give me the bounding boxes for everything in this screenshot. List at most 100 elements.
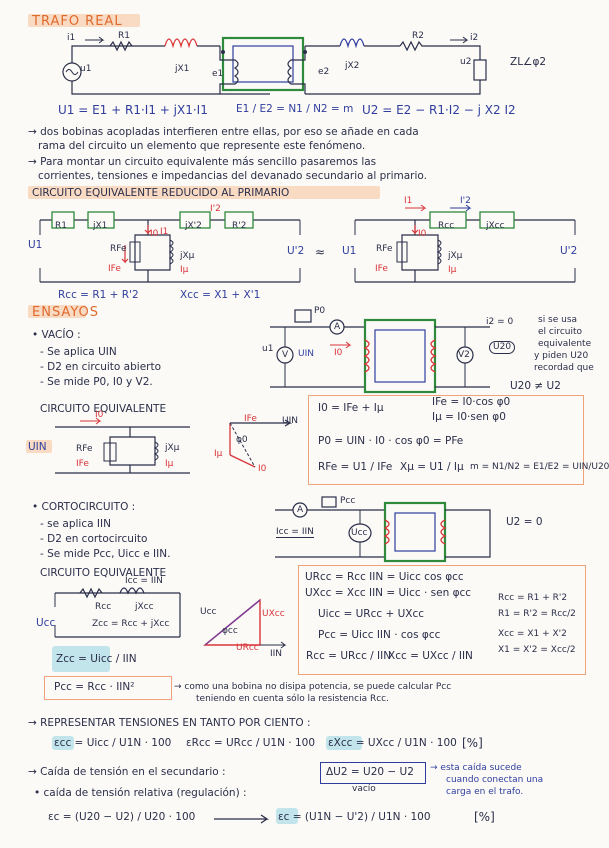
- vf-7: m = N1/N2 = E1/E2 = UIN/U20: [470, 462, 609, 472]
- cc-item-3: - Se mide Pcc, Uicc e IIN.: [40, 548, 171, 560]
- red-u2b: U'2: [560, 245, 578, 257]
- reducido-highlight: [28, 186, 380, 199]
- vacio-item-1: - Se aplica UIN: [40, 346, 117, 358]
- caida-note-3: carga en el trafo.: [446, 787, 524, 797]
- cc-eq-circuit: [54, 587, 287, 649]
- vf-6: Xμ = U1 / Iμ: [400, 461, 464, 473]
- vacio-circ-title: CIRCUITO EQUIVALENTE: [40, 403, 167, 415]
- red-i0: I0: [150, 229, 159, 239]
- unit-pct-2: [%]: [474, 810, 495, 824]
- vacio-item-3: - Se mide P0, I0 y V2.: [40, 376, 153, 388]
- v-i0: I0: [334, 348, 343, 358]
- vacio-head: • VACÍO :: [32, 329, 81, 341]
- red-u1: U1: [28, 239, 43, 251]
- red-i2b: I'2: [460, 196, 471, 206]
- caida-title: → Caída de tensión en el secundario :: [28, 766, 226, 778]
- side-3: equivalente: [538, 339, 592, 349]
- cc-item-1: - se aplica IIN: [40, 518, 111, 530]
- lbl-jx1: jX1: [175, 64, 190, 74]
- ve-i0: I0: [95, 410, 104, 420]
- cs-3: Xcc = X1 + X'2: [498, 629, 567, 639]
- red-ife: IFe: [108, 264, 121, 274]
- cc-head: • CORTOCIRCUITO :: [32, 501, 136, 513]
- pcc-eq: Pcc = Rcc · IIN²: [54, 681, 135, 693]
- ensayos-title: ENSAYOS: [32, 305, 100, 320]
- red-iub: Iμ: [448, 265, 457, 275]
- vf-5: RFe = U1 / IFe: [318, 461, 393, 473]
- red-jx2p: jX'2: [185, 221, 202, 231]
- red-jxub: jXμ: [448, 251, 463, 261]
- eq-ratio: E1 / E2 = N1 / N2 = m: [236, 103, 354, 115]
- exc-highlight: [326, 736, 362, 750]
- caida-box: [320, 762, 426, 784]
- ec-eq: εc = (U20 − U2) / U20 · 100: [48, 811, 196, 823]
- lbl-jx2: jX2: [345, 61, 360, 71]
- red-u1b: U1: [342, 245, 357, 257]
- cf-5: Rcc = URcc / IIN: [306, 650, 392, 662]
- side-4: y piden U20: [534, 351, 589, 361]
- ce-zcc: Zcc = Rcc + jXcc: [92, 619, 170, 629]
- v-u1: u1: [262, 344, 274, 354]
- cc-ucc: Ucc: [351, 528, 368, 538]
- note-2: rama del circuito un elemento que repres…: [38, 140, 366, 152]
- ce-ucc2: Ucc: [200, 607, 217, 617]
- vf-2: IFe = I0·cos φ0: [432, 396, 511, 408]
- ve-iu: Iμ: [165, 459, 174, 469]
- red-rcc: Rcc: [438, 221, 455, 231]
- cf-1: URcc = Rcc IIN = Uicc cos φcc: [305, 571, 464, 583]
- caida-eq: ΔU2 = U20 − U2: [326, 766, 414, 778]
- zcc-eq: Zcc = Uicc / IIN: [56, 653, 137, 665]
- v-u20: U20: [489, 341, 516, 354]
- cc-test-circuit: [275, 496, 491, 563]
- lbl-i2: i2: [470, 33, 479, 43]
- cc-a: A: [297, 505, 304, 515]
- lbl-e2: e2: [318, 67, 330, 77]
- exc-eq: εXcc = UXcc / U1N · 100: [328, 737, 457, 749]
- ve-ife: IFe: [76, 459, 89, 469]
- ve-ife2: IFe: [244, 414, 257, 424]
- u20-ne-u2: U20 ≠ U2: [510, 380, 561, 392]
- lbl-r2: R2: [412, 31, 424, 41]
- cf-4: Pcc = Uicc IIN · cos φcc: [318, 629, 441, 641]
- red-jx1: jX1: [93, 221, 108, 231]
- reducido-title: CIRCUITO EQUIVALENTE REDUCIDO AL PRIMARI…: [32, 187, 290, 199]
- v-i2: i2 = 0: [486, 317, 514, 327]
- v-v1: V: [282, 350, 289, 360]
- cf-2: UXcc = Xcc IIN = Uicc · sen φcc: [305, 587, 472, 599]
- pcc-box: [44, 676, 172, 700]
- ve-uin2: UIN: [282, 416, 298, 426]
- note-3: → Para montar un circuito equivalente má…: [28, 156, 377, 168]
- ce-icc: Icc = IIN: [125, 576, 163, 586]
- ve-i0b: I0: [258, 464, 267, 474]
- cc-item-2: - D2 en cortocircuito: [40, 533, 148, 545]
- ecc-highlight: [52, 736, 74, 750]
- side-5: recordad que: [534, 363, 594, 373]
- trafo-real-circuit: [62, 36, 487, 95]
- unit-pct: [%]: [462, 736, 483, 750]
- cc-circ-title: CIRCUITO EQUIVALENTE: [40, 567, 167, 579]
- ce-urcc: URcc: [236, 643, 259, 653]
- xcc-eq: Xcc = X1 + X'1: [180, 289, 261, 301]
- title-highlight: [28, 14, 140, 27]
- ec-eq2: εc = (U1N − U'2) / U1N · 100: [278, 811, 431, 823]
- red-jxcc: jXcc: [486, 221, 505, 231]
- ve-phi: φ0: [236, 435, 248, 445]
- lbl-e1: e1: [212, 69, 224, 79]
- note-4: corrientes, tensiones e impedancias del …: [38, 170, 427, 182]
- cc-icc: Icc = IIN: [276, 527, 314, 538]
- uin-highlight: [26, 440, 52, 453]
- cf-6: Xcc = UXcc / IIN: [388, 650, 473, 662]
- red-i0b: I0: [418, 229, 427, 239]
- reducido-circuits: [39, 204, 576, 283]
- lbl-zl: ZL∠φ2: [510, 56, 547, 68]
- red-r1: R1: [55, 221, 67, 231]
- pct-title: → REPRESENTAR TENSIONES EN TANTO POR CIE…: [28, 717, 311, 729]
- cs-2: R1 = R'2 = Rcc/2: [498, 609, 576, 619]
- ve-iu2: Iμ: [214, 449, 223, 459]
- ve-rfe: RFe: [76, 444, 93, 454]
- vacio-test-circuit: [270, 309, 490, 394]
- lbl-r1: R1: [118, 31, 130, 41]
- eq-u2: U2 = E2 − R1·I2 − j X2 I2: [362, 103, 516, 117]
- lbl-u1: u1: [80, 64, 92, 74]
